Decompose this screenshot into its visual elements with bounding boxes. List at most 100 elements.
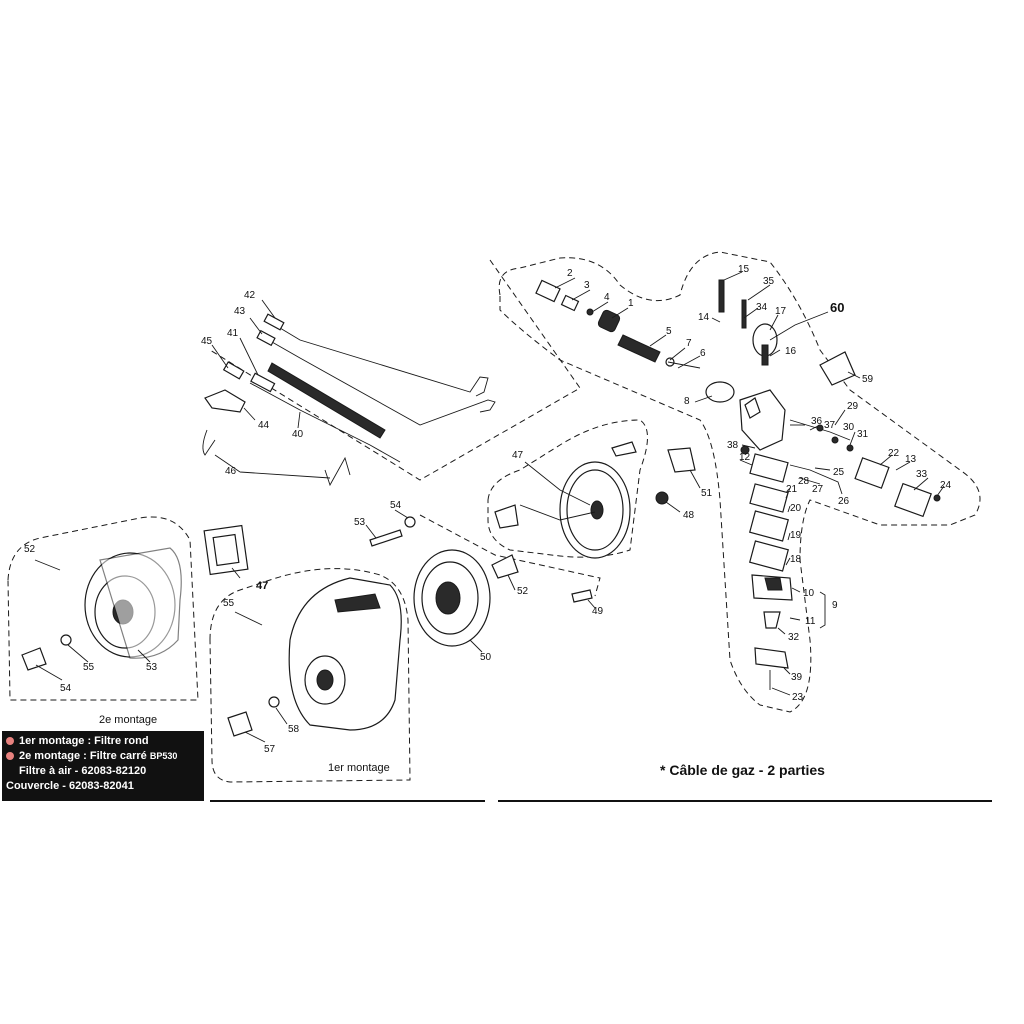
legend-row-4: Couvercle - 62083-82041	[6, 779, 204, 794]
inset-callout-54: 54	[60, 683, 72, 694]
callout-labels: 1 2 3 4 5 6 7 8 9 10 11 12 13 14 15 16 1…	[201, 264, 952, 755]
legend-line-1: 1er montage : Filtre rond	[19, 735, 149, 747]
callout-48: 48	[683, 510, 695, 521]
legend-line-3: Filtre à air - 62083-82120	[19, 765, 147, 777]
callout-11: 11	[805, 616, 816, 627]
callout-45: 45	[201, 336, 213, 347]
bullet-icon	[6, 737, 14, 746]
legend-panel: 1er montage : Filtre rond 2e montage : F…	[2, 731, 204, 801]
callout-38: 38	[727, 440, 739, 451]
callout-41: 41	[227, 328, 239, 339]
callout-34: 34	[756, 302, 768, 313]
bracket-52	[491, 554, 519, 579]
callout-26: 26	[838, 496, 850, 507]
callout-7: 7	[686, 338, 692, 349]
callout-2: 2	[567, 268, 573, 279]
legend-row-2: 2e montage : Filtre carré BP530	[6, 749, 204, 764]
callout-18: 18	[790, 554, 802, 565]
callout-39: 39	[791, 672, 803, 683]
knob-54	[21, 647, 47, 671]
callout-52: 52	[517, 586, 529, 597]
carb-body	[739, 389, 786, 451]
mount-outline	[419, 514, 601, 597]
callout-4: 4	[604, 292, 610, 303]
callout-40: 40	[292, 429, 304, 440]
leader-lines	[34, 271, 945, 743]
callout-15: 15	[738, 264, 750, 275]
callout-44: 44	[258, 420, 270, 431]
airfilter-second-outline	[7, 516, 199, 701]
recoil-starter	[494, 441, 696, 559]
inset-second-labels: 52 47 55 53 54 2e montage 1er montage	[24, 544, 390, 774]
callout-27: 27	[812, 484, 824, 495]
callout-36: 36	[811, 416, 823, 427]
legend-line-2: 2e montage : Filtre carré	[19, 750, 150, 762]
callout-6: 6	[700, 348, 706, 359]
callout-57: 57	[264, 744, 276, 755]
throttle-cable-group	[202, 313, 496, 487]
inset-callout-52: 52	[24, 544, 36, 555]
legend-row-1: 1er montage : Filtre rond	[6, 734, 204, 749]
callout-59: 59	[862, 374, 874, 385]
divider-right	[498, 800, 992, 802]
gas-cable-note: * Câble de gaz - 2 parties	[660, 762, 825, 778]
callout-14: 14	[698, 312, 710, 323]
gasket-51	[667, 447, 696, 473]
callout-35: 35	[763, 276, 775, 287]
callout-9: 9	[832, 600, 838, 611]
legend-line-4: Couvercle - 62083-82041	[6, 780, 134, 792]
callout-31: 31	[857, 429, 869, 440]
callout-5: 5	[666, 326, 672, 337]
air-filter-first	[227, 516, 593, 737]
callout-8: 8	[684, 396, 690, 407]
callout-19: 19	[790, 530, 802, 541]
cable-clip	[204, 389, 246, 413]
callout-60: 60	[830, 300, 844, 315]
callout-3: 3	[584, 280, 590, 291]
callout-12: 12	[739, 452, 751, 463]
cable-group-outline	[209, 259, 581, 481]
callout-29: 29	[847, 401, 859, 412]
inset-second-caption: 2e montage	[99, 714, 157, 726]
callout-50: 50	[480, 652, 492, 663]
callout-32: 32	[788, 632, 800, 643]
callout-51: 51	[701, 488, 713, 499]
callout-53: 53	[354, 517, 366, 528]
recoil-group-outline	[487, 419, 648, 558]
callout-42: 42	[244, 290, 256, 301]
callout-23: 23	[792, 692, 804, 703]
callout-49: 49	[592, 606, 604, 617]
callout-25: 25	[833, 467, 845, 478]
callout-1: 1	[628, 298, 634, 309]
cable-sheath	[267, 362, 386, 439]
bullet-icon	[6, 752, 14, 761]
callout-47: 47	[512, 450, 524, 461]
inset-callout-53: 53	[146, 662, 158, 673]
carburetor-group-outline	[498, 251, 981, 713]
callout-33: 33	[916, 469, 928, 480]
callout-17: 17	[775, 306, 787, 317]
legend-row-3: Filtre à air - 62083-82120	[6, 764, 204, 779]
divider-left	[210, 800, 485, 802]
callout-21: 21	[786, 484, 798, 495]
callout-22: 22	[888, 448, 900, 459]
callout-46: 46	[225, 466, 237, 477]
callout-30: 30	[843, 422, 855, 433]
knob-57	[227, 711, 253, 737]
callout-16: 16	[785, 346, 797, 357]
air-filter-second	[21, 524, 249, 671]
inset-callout-55: 55	[83, 662, 95, 673]
legend-model: BP530	[149, 751, 178, 761]
bolt-49	[571, 589, 593, 603]
callout-37: 37	[824, 420, 836, 431]
inset-callout-47: 47	[256, 580, 268, 592]
callout-55: 55	[223, 598, 235, 609]
callout-20: 20	[790, 503, 802, 514]
carburetor-assembly	[535, 279, 941, 690]
spring	[617, 334, 661, 363]
callout-10: 10	[803, 588, 815, 599]
callout-43: 43	[234, 306, 246, 317]
gasket-59	[819, 351, 856, 386]
callout-54: 54	[390, 500, 402, 511]
